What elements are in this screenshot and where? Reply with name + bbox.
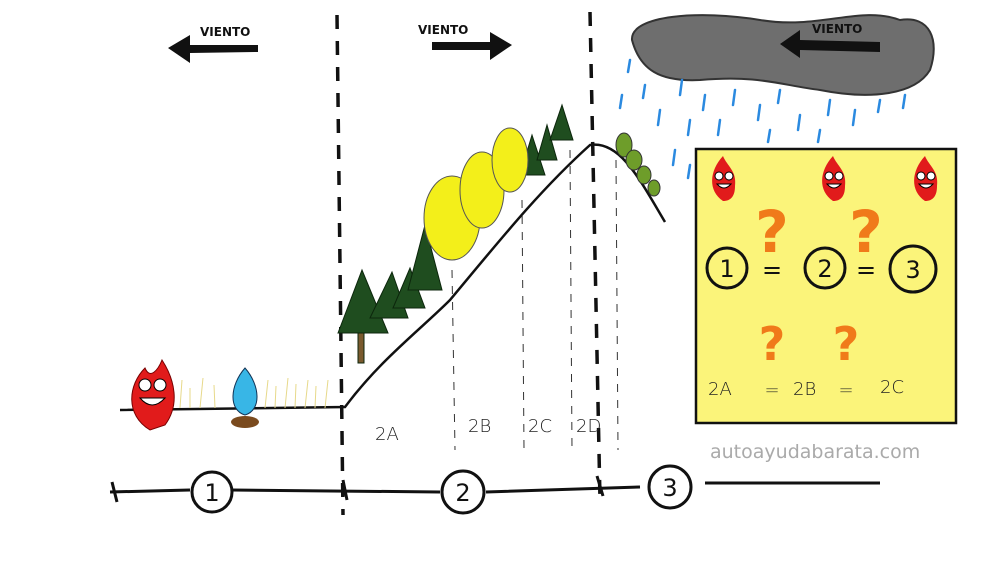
rain-drops — [618, 58, 907, 180]
question-mark: ? — [833, 317, 860, 371]
box-subzone-2b: 2B — [793, 379, 816, 400]
rain-cloud: VIENTO — [630, 14, 935, 96]
wind-arrow-right: VIENTO — [418, 23, 512, 60]
box-equals-2: = — [856, 256, 876, 284]
wind-label: VIENTO — [418, 23, 468, 37]
box-subzone-2c: 2C — [880, 377, 904, 398]
zone-axis — [109, 464, 880, 515]
zone-dividers — [335, 11, 602, 516]
box-zone-3: 3 — [905, 256, 920, 284]
green-bushes — [615, 132, 661, 197]
box-equals-4: = — [838, 380, 853, 401]
zone-1-label: 1 — [204, 479, 219, 507]
comparison-box: 1 2 3 = = ? ? ? ? 2A 2B 2C = = — [694, 147, 958, 425]
question-mark: ? — [759, 317, 786, 371]
box-zone-2: 2 — [817, 255, 832, 283]
question-mark: ? — [755, 198, 789, 266]
subzone-label-2a: 2A — [375, 424, 399, 445]
fire-face-icons — [712, 156, 938, 201]
wind-label: VIENTO — [200, 25, 250, 39]
box-equals-1: = — [762, 256, 782, 284]
subzone-label-2c: 2C — [528, 416, 552, 437]
terrain-line — [119, 143, 667, 412]
water-drop-plant-icon — [231, 367, 259, 428]
box-equals-3: = — [764, 380, 779, 401]
question-mark: ? — [849, 198, 883, 266]
yellow-trees — [423, 127, 529, 261]
subzone-label-2d: 2D — [576, 416, 601, 437]
box-zone-1: 1 — [719, 255, 734, 283]
fire-character-icon — [131, 358, 175, 431]
watermark: autoayudabarata.com — [710, 441, 920, 463]
zone-3-label: 3 — [662, 474, 677, 502]
wind-arrow-left-1: VIENTO — [168, 25, 258, 63]
zone-2-label: 2 — [455, 479, 470, 507]
subzone-label-2b: 2B — [468, 416, 491, 437]
subzone-dividers — [451, 149, 619, 451]
wind-label: VIENTO — [812, 22, 862, 36]
box-subzone-2a: 2A — [708, 379, 732, 400]
